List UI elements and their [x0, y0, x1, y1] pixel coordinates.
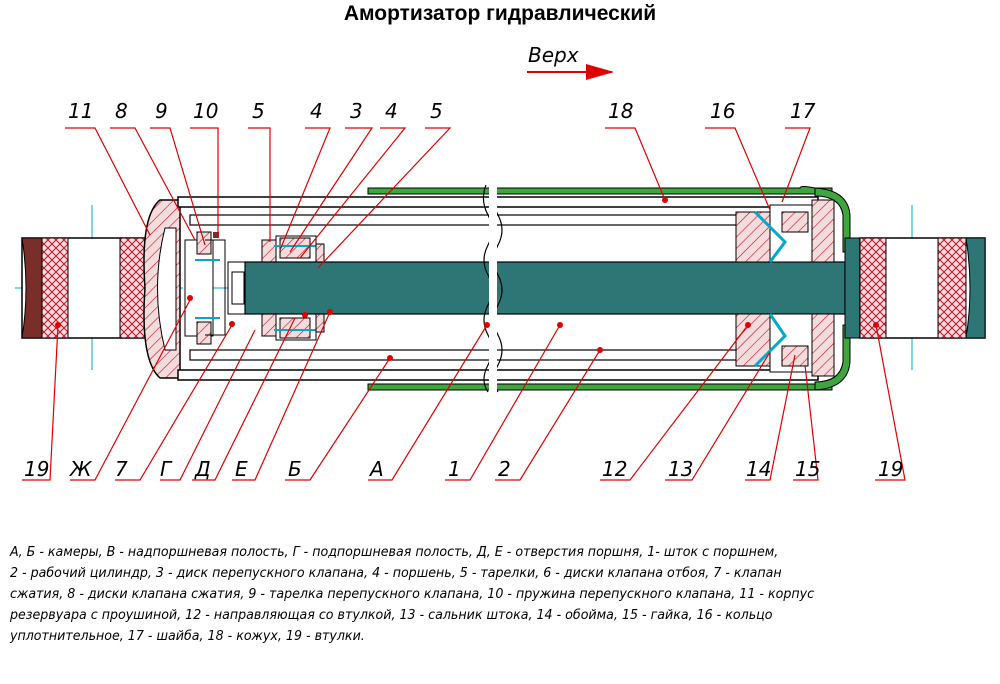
diagram-title: Амортизатор гидравлический	[343, 2, 657, 25]
rod-guide-assembly	[735, 199, 835, 377]
callout-1: 1	[448, 457, 461, 481]
callout-e: Е	[235, 457, 248, 481]
working-cylinder-top	[189, 214, 751, 226]
casing-bottom-cap	[814, 324, 851, 391]
break-gap	[489, 183, 497, 395]
callout-17: 17	[790, 99, 816, 123]
callout-19-right: 19	[878, 457, 903, 481]
callout-16: 16	[710, 99, 735, 123]
callout-12: 12	[602, 457, 627, 481]
left-eye-bushing	[21, 237, 163, 339]
right-eye-bushing	[859, 237, 986, 339]
callout-9: 9	[155, 99, 168, 123]
break-line-right	[492, 184, 503, 393]
legend-line: резервуара с проушиной, 12 - направляюща…	[10, 608, 773, 623]
callout-zh: Ж	[68, 457, 93, 481]
callout-15: 15	[795, 457, 820, 481]
callout-8: 8	[115, 99, 128, 123]
legend: А, Б - камеры, В - надпоршневая полость,…	[10, 542, 946, 647]
callout-19-left: 19	[24, 457, 49, 481]
callout-4b: 4	[385, 99, 398, 123]
callout-3: 3	[350, 99, 363, 123]
callout-g: Г	[160, 457, 173, 481]
callout-a: А	[368, 457, 384, 481]
direction-label: Верх	[528, 43, 579, 67]
callout-18: 18	[608, 99, 633, 123]
legend-line: сжатия, 8 - диски клапана сжатия, 9 - та…	[10, 587, 815, 602]
compression-valve	[184, 231, 226, 345]
callout-5b: 5	[430, 99, 443, 123]
callout-4: 4	[310, 99, 323, 123]
callout-b: Б	[288, 457, 302, 481]
callout-10: 10	[193, 99, 218, 123]
callouts-bottom: 19 Ж 7 Г Д Е Б А 1 2 12 13 14 15 19	[24, 457, 903, 481]
legend-line: уплотнительное, 17 - шайба, 18 - кожух, …	[10, 629, 365, 644]
callout-13: 13	[668, 457, 693, 481]
shock-absorber-drawing: Верх	[15, 43, 986, 481]
legend-line: 2 - рабочий цилиндр, 3 - диск перепускно…	[10, 566, 782, 581]
callout-5: 5	[252, 99, 265, 123]
casing-top-cap	[814, 187, 851, 253]
callout-11: 11	[68, 99, 93, 123]
callout-d: Д	[194, 457, 211, 481]
leader-lines	[22, 127, 906, 481]
callout-2: 2	[498, 457, 511, 481]
reservoir-tube-bottom	[177, 369, 819, 381]
piston-rod	[244, 261, 846, 315]
working-cylinder-bottom	[189, 349, 751, 361]
casing-bottom	[367, 383, 833, 391]
reservoir-tube-top	[177, 196, 819, 208]
callouts-top: 11 8 9 10 5 4 3 4 5 18 16 17	[68, 99, 816, 123]
legend-line: А, Б - камеры, В - надпоршневая полость,…	[10, 545, 779, 560]
callout-14: 14	[746, 457, 771, 481]
callout-7: 7	[115, 457, 128, 481]
